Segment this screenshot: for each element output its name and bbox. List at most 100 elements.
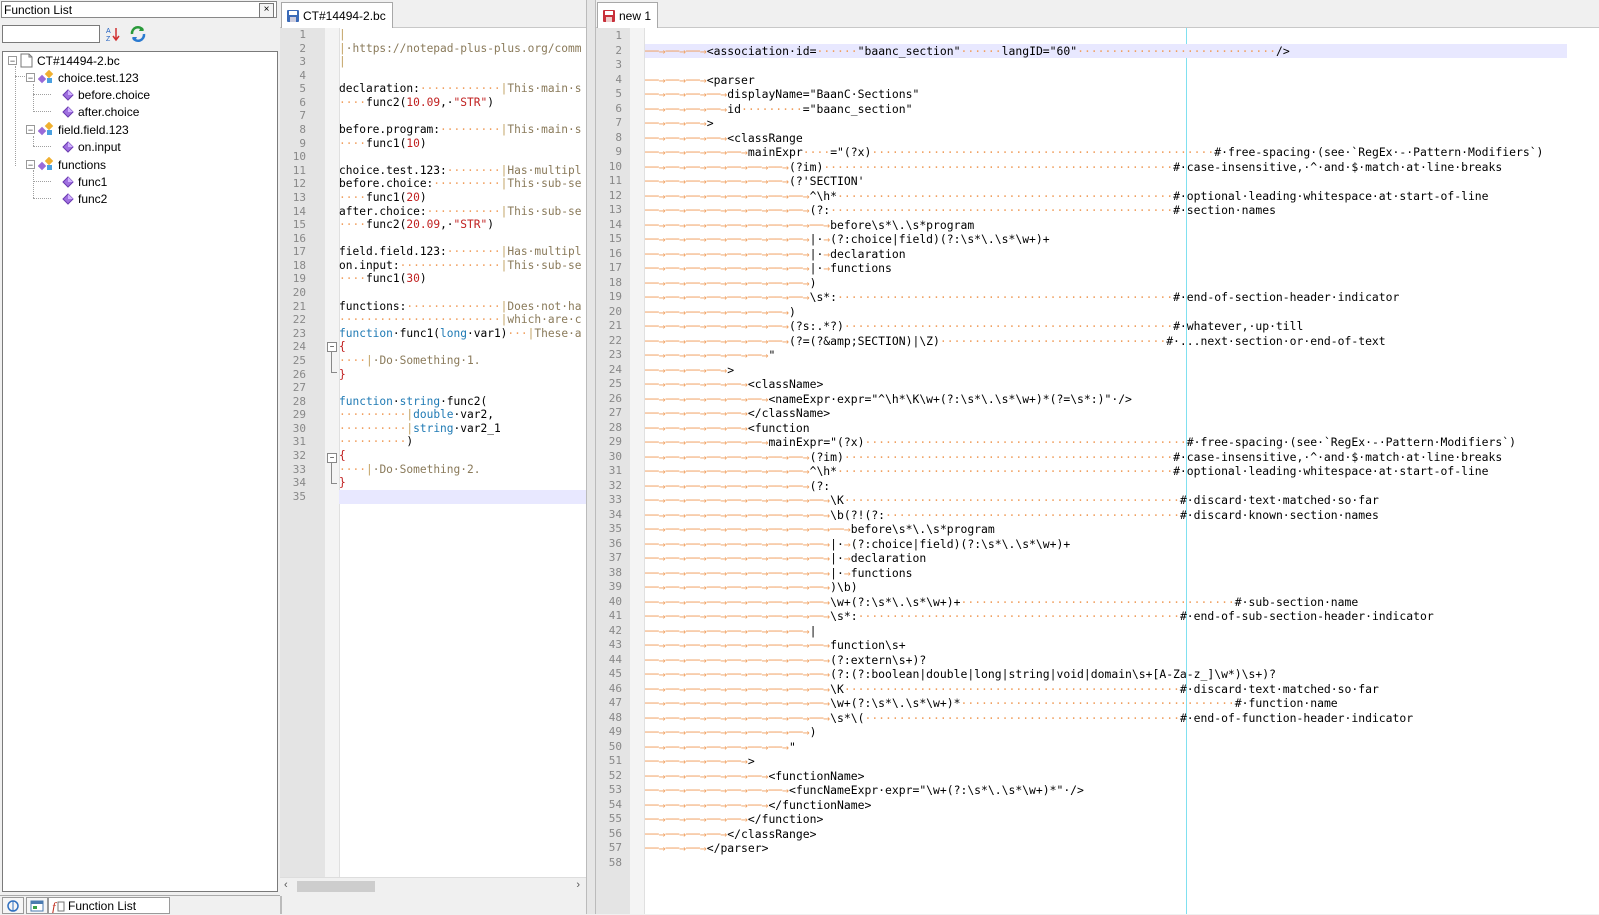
code-line: ──→──→──→──→──→──→──→──→|·→(?:choice|fie… xyxy=(645,232,1050,246)
left-tab-bar: CT#14494-2.bc xyxy=(280,0,586,28)
code-line: ──→──→──→──→──→──→──→──→|·→declaration xyxy=(645,246,906,261)
code-line: ──→──→──→──→──→──→──→──→──→)\b) xyxy=(645,580,858,594)
sort-alpha-button[interactable]: A Z xyxy=(103,24,123,44)
tree-node-class[interactable]: − choice.test.123 xyxy=(26,69,139,86)
line-number: 1 xyxy=(615,29,622,42)
code-line: ──→──→──→──→──→──→──→(?im)··············… xyxy=(645,159,1503,174)
code-line: ····func2(10.09,·"STR") xyxy=(339,95,494,109)
line-number: 8 xyxy=(615,130,622,144)
line-number: 24 xyxy=(608,362,622,376)
left-code-text[interactable]: | |·https://notepad-plus-plus.org/comm |… xyxy=(339,28,586,878)
line-number: 16 xyxy=(292,231,306,245)
svg-text:Z: Z xyxy=(106,36,111,42)
code-line: ──→──→──→──→──→──→──→" xyxy=(645,739,796,754)
code-line: ──→──→──→──→──→──→──→──→(?: xyxy=(645,478,831,493)
line-number: 25 xyxy=(292,353,306,367)
tree-node-function[interactable]: func1 xyxy=(62,173,107,190)
line-number: 3 xyxy=(299,55,306,69)
tree-node-function[interactable]: on.input xyxy=(62,138,121,155)
line-number: 33 xyxy=(292,462,306,476)
code-line: ──→──→──→──→──→──→──→──→──→\s*\(········… xyxy=(645,710,1414,725)
function-list-tab[interactable]: f Function List xyxy=(48,897,170,914)
collapse-icon[interactable]: − xyxy=(26,73,35,83)
project-panel-tab[interactable] xyxy=(26,897,48,914)
tree-connector xyxy=(15,66,16,166)
scrollbar-thumb[interactable] xyxy=(297,881,375,892)
reload-button[interactable] xyxy=(128,24,148,44)
function-tree[interactable]: − CT#14494-2.bc − choice.test.123 before… xyxy=(2,51,278,892)
line-number: 8 xyxy=(299,123,306,137)
line-number: 40 xyxy=(608,594,622,608)
code-line: ──→──→──→──→──→──→──→──→──→function\s+ xyxy=(645,638,906,652)
function-search-input[interactable] xyxy=(2,25,100,43)
collapse-icon[interactable]: − xyxy=(8,56,17,66)
horizontal-scrollbar[interactable]: ‹ › xyxy=(280,877,586,896)
scroll-left-icon[interactable]: ‹ xyxy=(284,879,288,891)
code-line: ··········|string·var2_1 xyxy=(339,421,501,435)
fold-line xyxy=(331,463,332,483)
tree-connector xyxy=(33,181,51,182)
right-code-text[interactable]: ──→──→──→<association·id=······"baanc_se… xyxy=(645,29,1595,889)
line-number: 9 xyxy=(299,136,306,150)
scroll-right-icon[interactable]: › xyxy=(576,879,580,891)
tree-node-class[interactable]: − field.field.123 xyxy=(26,121,129,138)
tree-node-function[interactable]: after.choice xyxy=(62,103,139,120)
fold-toggle-icon[interactable]: − xyxy=(327,453,337,463)
line-number: 14 xyxy=(608,217,622,231)
line-number: 26 xyxy=(292,367,306,381)
line-number: 45 xyxy=(608,667,622,680)
code-line: ························|which·are·c xyxy=(339,313,582,327)
tree-connector xyxy=(33,198,51,199)
line-number: 28 xyxy=(608,420,622,434)
tree-node-function[interactable]: before.choice xyxy=(62,86,150,103)
line-number: 13 xyxy=(608,203,622,216)
line-number: 55 xyxy=(608,812,622,825)
function-icon xyxy=(62,105,74,118)
code-line: { xyxy=(339,448,346,462)
unsaved-file-icon xyxy=(603,9,615,22)
code-line: ──→──→──→──→──→──→──→──→^\h*············… xyxy=(645,464,1489,478)
editor-splitter[interactable] xyxy=(586,0,596,914)
tab-new1[interactable]: new 1 xyxy=(597,2,659,28)
tab-ct14494[interactable]: CT#14494-2.bc xyxy=(281,2,393,28)
close-icon[interactable]: × xyxy=(259,3,274,18)
line-number: 20 xyxy=(292,286,306,300)
collapse-icon[interactable]: − xyxy=(26,160,35,170)
line-number: 22 xyxy=(608,333,622,347)
tree-node-class[interactable]: − functions xyxy=(26,156,106,173)
line-number: 17 xyxy=(608,261,622,274)
document-map-tab[interactable] xyxy=(2,897,24,914)
line-number: 2 xyxy=(615,43,622,57)
code-line: ──→──→──→──→──→──→──→──→──→|·→functions xyxy=(645,565,913,580)
code-line: ──→──→──→──→──→<className> xyxy=(645,377,824,391)
line-number: 6 xyxy=(299,95,306,109)
tree-node-label: CT#14494-2.bc xyxy=(37,53,120,68)
line-number: 49 xyxy=(608,725,622,738)
line-number: 23 xyxy=(292,326,306,340)
code-line: ──→──→──→──→──→──→──→──→──→\s*:·········… xyxy=(645,609,1434,623)
fold-toggle-icon[interactable]: − xyxy=(327,342,337,352)
line-number: 43 xyxy=(608,638,622,651)
code-line: ──→──→──→──→──→<function xyxy=(645,420,810,435)
line-number: 31 xyxy=(292,435,306,449)
code-line: declaration:············|This·main·s xyxy=(339,82,582,96)
tree-node-file[interactable]: − CT#14494-2.bc xyxy=(8,52,120,69)
code-line: ──→──→──→──→──→──→──→──→|·→functions xyxy=(645,261,892,275)
line-number: 52 xyxy=(608,768,622,782)
function-list-titlebar: Function List × xyxy=(1,1,277,18)
code-line: ──→──→──→──→──→</className> xyxy=(645,406,831,420)
line-number: 57 xyxy=(608,841,622,854)
code-line: ──→──→──→<parser xyxy=(645,72,755,87)
line-number: 5 xyxy=(615,87,622,100)
code-line: ──→──→──→──→──→──→──→──→(?:·············… xyxy=(645,203,1276,217)
tree-node-function[interactable]: func2 xyxy=(62,190,107,207)
line-number: 25 xyxy=(608,377,622,390)
line-number: 44 xyxy=(608,652,622,666)
code-line: ──→──→──→> xyxy=(645,116,714,130)
function-list-icon: f xyxy=(52,899,65,913)
current-line-highlight xyxy=(339,489,586,504)
collapse-icon[interactable]: − xyxy=(26,125,35,135)
line-number: 58 xyxy=(608,855,622,869)
